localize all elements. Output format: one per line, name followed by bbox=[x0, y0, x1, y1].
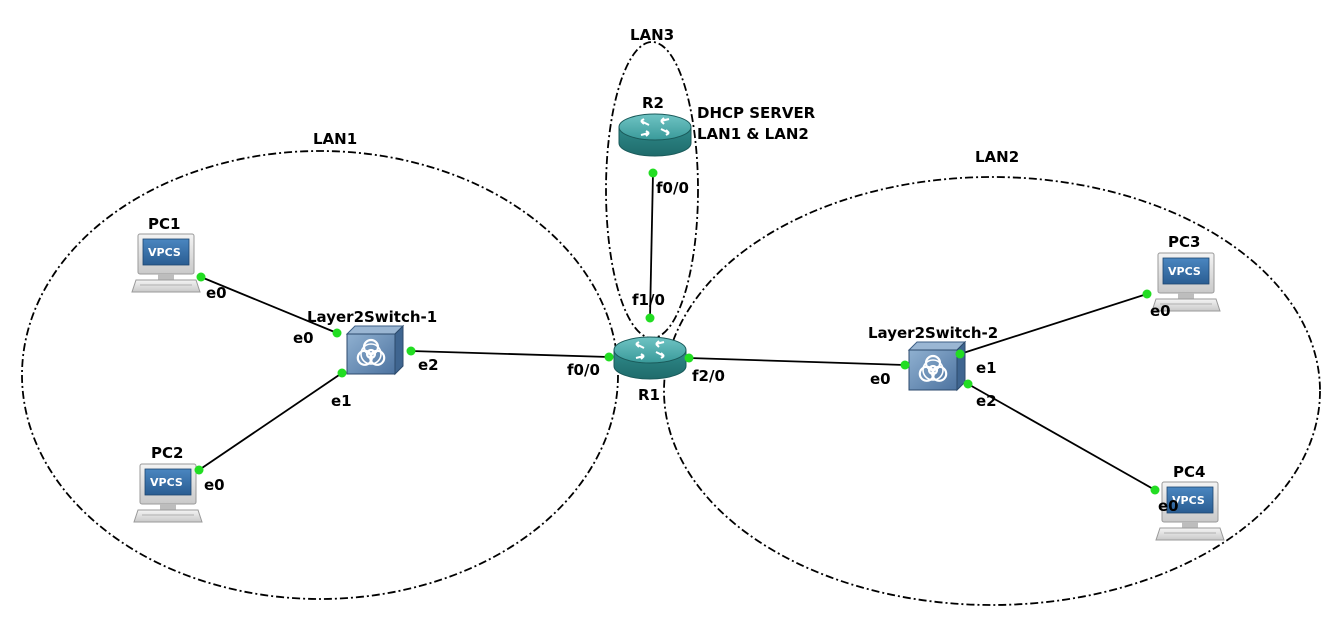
r1-f20-dot[interactable] bbox=[684, 353, 694, 363]
lan1-boundary bbox=[21, 150, 619, 600]
r1-f10-dot[interactable] bbox=[645, 313, 655, 323]
sw2-e1-label: e1 bbox=[976, 359, 997, 377]
pc4-label: PC4 bbox=[1173, 463, 1205, 481]
pc4-e0-label: e0 bbox=[1158, 497, 1179, 515]
lan1-label: LAN1 bbox=[313, 130, 357, 148]
router-r1-icon[interactable] bbox=[613, 336, 687, 380]
links bbox=[198, 172, 1156, 491]
r1-f10-label: f1/0 bbox=[632, 291, 665, 309]
sw1-e1-dot[interactable] bbox=[337, 368, 347, 378]
sw1-e0-dot[interactable] bbox=[332, 328, 342, 338]
router-r1-label: R1 bbox=[638, 386, 660, 404]
sw1-e2-label: e2 bbox=[418, 356, 439, 374]
pc1-e0-dot[interactable] bbox=[196, 272, 206, 282]
pc1-screen-label: VPCS bbox=[148, 246, 181, 259]
sw1-e2-dot[interactable] bbox=[406, 346, 416, 356]
switch1-icon[interactable] bbox=[345, 324, 405, 376]
sw2-e1-dot[interactable] bbox=[955, 349, 965, 359]
pc3-label: PC3 bbox=[1168, 233, 1200, 251]
pc3-e0-dot[interactable] bbox=[1142, 289, 1152, 299]
pc4-screen-label: VPCS bbox=[1172, 494, 1205, 507]
lan3-label: LAN3 bbox=[630, 26, 674, 44]
pc2-e0-dot[interactable] bbox=[194, 465, 204, 475]
sw1-e0-label: e0 bbox=[293, 329, 314, 347]
switch2-label: Layer2Switch-2 bbox=[868, 324, 998, 342]
r1-f20-label: f2/0 bbox=[692, 367, 725, 385]
sw2-e0-label: e0 bbox=[870, 370, 891, 388]
r1-f00-dot[interactable] bbox=[604, 352, 614, 362]
link-r1-sw2[interactable] bbox=[688, 357, 906, 366]
link-pc1-sw1[interactable] bbox=[200, 276, 338, 334]
switch1-label: Layer2Switch-1 bbox=[307, 308, 437, 326]
pc3-screen-label: VPCS bbox=[1168, 265, 1201, 278]
link-sw2-pc4[interactable] bbox=[967, 383, 1156, 491]
sw2-e2-label: e2 bbox=[976, 392, 997, 410]
link-r2-r1[interactable] bbox=[649, 172, 654, 319]
dhcp-note-line2: LAN1 & LAN2 bbox=[697, 125, 809, 143]
pc4-e0-dot[interactable] bbox=[1150, 485, 1160, 495]
lan2-boundary bbox=[663, 176, 1321, 606]
link-sw2-pc3[interactable] bbox=[959, 293, 1148, 355]
link-sw1-r1[interactable] bbox=[410, 350, 610, 358]
router-r2-label: R2 bbox=[642, 94, 664, 112]
link-pc2-sw1[interactable] bbox=[198, 372, 343, 471]
router-r2-icon[interactable] bbox=[618, 113, 692, 157]
switch2-icon[interactable] bbox=[907, 340, 967, 392]
pc2-screen-label: VPCS bbox=[150, 476, 183, 489]
lan2-label: LAN2 bbox=[975, 148, 1019, 166]
r2-f00-label: f0/0 bbox=[656, 179, 689, 197]
pc2-e0-label: e0 bbox=[204, 476, 225, 494]
pc1-e0-label: e0 bbox=[206, 284, 227, 302]
r1-f00-label: f0/0 bbox=[567, 361, 600, 379]
r2-f00-dot[interactable] bbox=[648, 168, 658, 178]
pc1-label: PC1 bbox=[148, 215, 180, 233]
pc3-e0-label: e0 bbox=[1150, 302, 1171, 320]
pc2-icon[interactable] bbox=[133, 463, 203, 523]
dhcp-note-line1: DHCP SERVER bbox=[697, 104, 816, 122]
sw1-e1-label: e1 bbox=[331, 392, 352, 410]
sw2-e0-dot[interactable] bbox=[900, 360, 910, 370]
interface-dots bbox=[194, 168, 1160, 495]
pc1-icon[interactable] bbox=[131, 233, 201, 293]
sw2-e2-dot[interactable] bbox=[963, 379, 973, 389]
pc2-label: PC2 bbox=[151, 444, 183, 462]
